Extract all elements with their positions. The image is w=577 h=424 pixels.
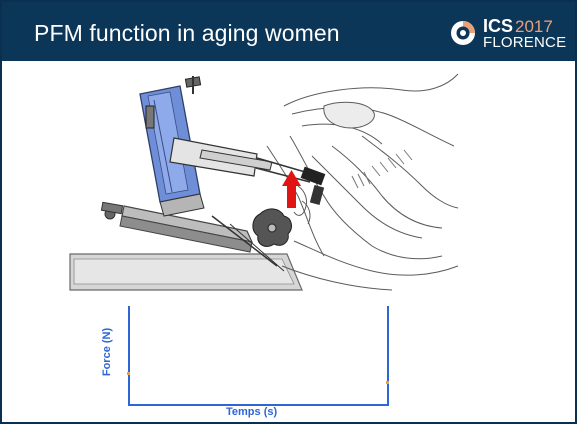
- force-time-axes: [102, 302, 402, 420]
- ics-logo-icon: [450, 20, 476, 46]
- x-axis-label: Temps (s): [226, 406, 277, 418]
- ics-2017-logo: ICS 2017 FLORENCE: [450, 14, 570, 54]
- right-tick-mark: [386, 381, 389, 384]
- title-bar: PFM function in aging women ICS 2017 FLO…: [2, 2, 575, 64]
- adjustment-knob: [253, 209, 292, 247]
- slide-title: PFM function in aging women: [34, 20, 340, 47]
- y-axis-label: Force (N): [105, 320, 129, 390]
- dynamometer-illustration: [62, 66, 462, 298]
- logo-city-text: FLORENCE: [483, 34, 566, 51]
